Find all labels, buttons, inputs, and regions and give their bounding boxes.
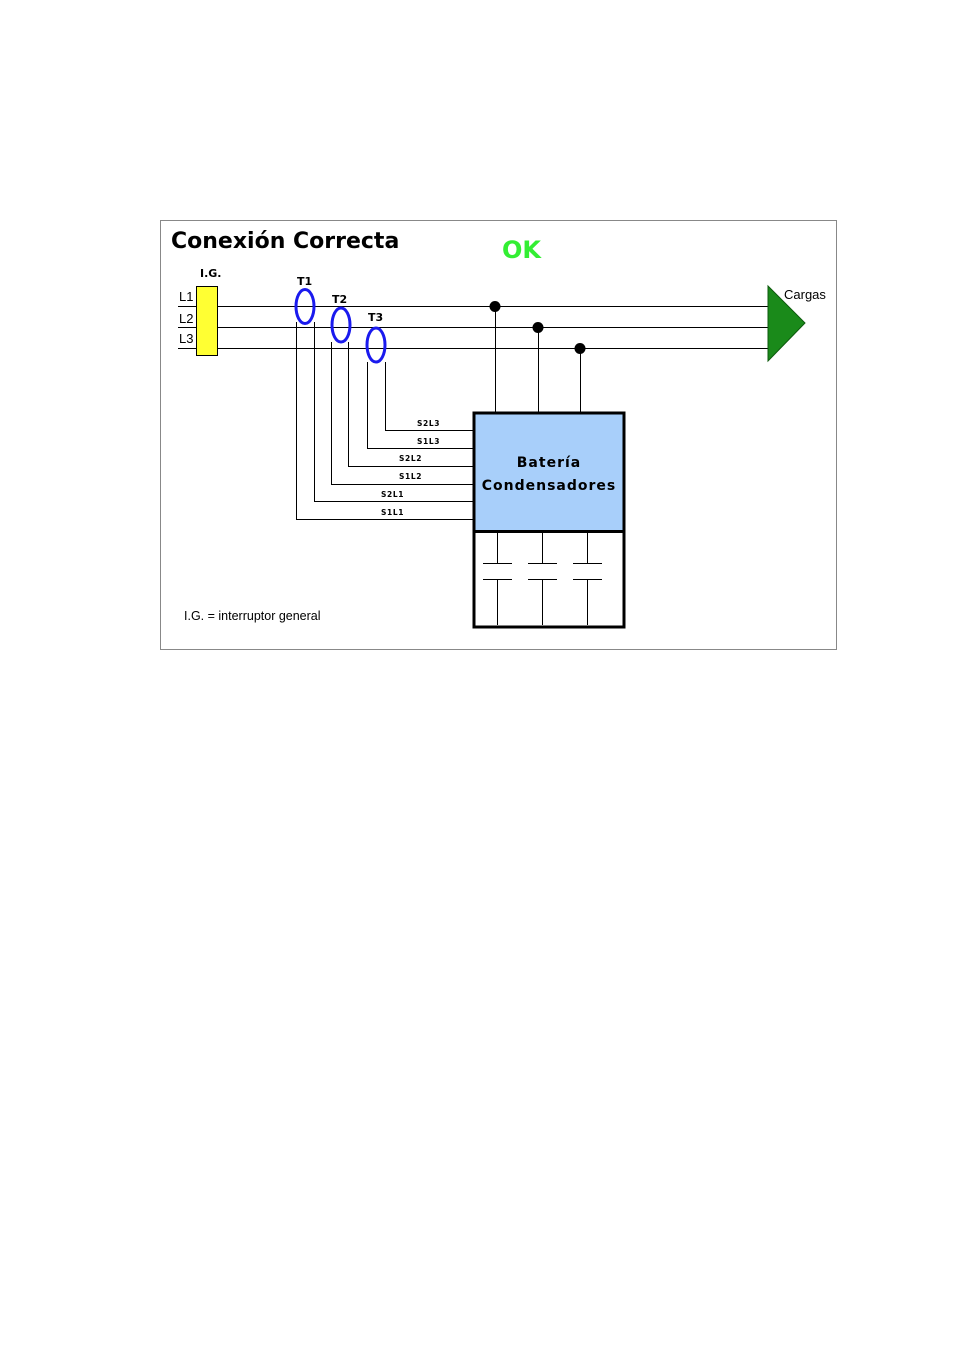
secondary-wiring <box>296 322 473 520</box>
main-breaker <box>196 286 218 356</box>
load-label: Cargas <box>784 287 826 302</box>
junction-dot-l1 <box>489 301 501 312</box>
current-transformer-t2 <box>330 306 352 344</box>
capacitor-2 <box>528 533 557 625</box>
signal-label-s1l1: S1L1 <box>381 508 404 517</box>
transformer-label-t3: T3 <box>368 311 383 324</box>
signal-label-s2l3: S2L3 <box>417 419 440 428</box>
diagram-title: Conexión Correcta <box>171 229 399 254</box>
load-triangle <box>767 284 806 363</box>
battery-label-line2: Condensadores <box>482 478 617 494</box>
signal-label-s2l1: S2L1 <box>381 490 404 499</box>
legend-note: I.G. = interruptor general <box>184 609 321 623</box>
junction-dot-l3 <box>574 343 586 354</box>
transformer-label-t2: T2 <box>332 293 347 306</box>
wire-s2l3 <box>385 362 473 431</box>
line-label-l1: L1 <box>179 289 193 304</box>
phase-lines <box>178 306 775 349</box>
battery-label-line1: Batería <box>517 455 581 471</box>
wire-s2l2 <box>348 342 473 467</box>
capacitor-1 <box>483 533 512 625</box>
wire-s1l1 <box>296 322 473 520</box>
signal-label-s2l2: S2L2 <box>399 454 422 463</box>
wire-s1l2 <box>331 342 473 485</box>
line-label-l3: L3 <box>179 331 193 346</box>
status-ok: OK <box>502 236 542 264</box>
line-label-l2: L2 <box>179 311 193 326</box>
wire-s1l3 <box>367 362 473 449</box>
current-transformer-t3 <box>365 326 387 364</box>
signal-label-s1l3: S1L3 <box>417 437 440 446</box>
capacitors <box>483 533 602 625</box>
junction-dot-l2 <box>532 322 544 333</box>
signal-label-s1l2: S1L2 <box>399 472 422 481</box>
breaker-label: I.G. <box>200 267 221 280</box>
wire-s2l1 <box>314 322 473 502</box>
voltage-taps <box>495 306 581 413</box>
transformer-label-t1: T1 <box>297 275 312 288</box>
capacitor-3 <box>573 533 602 625</box>
battery-controller <box>475 414 623 531</box>
current-transformer-t1 <box>294 288 316 325</box>
